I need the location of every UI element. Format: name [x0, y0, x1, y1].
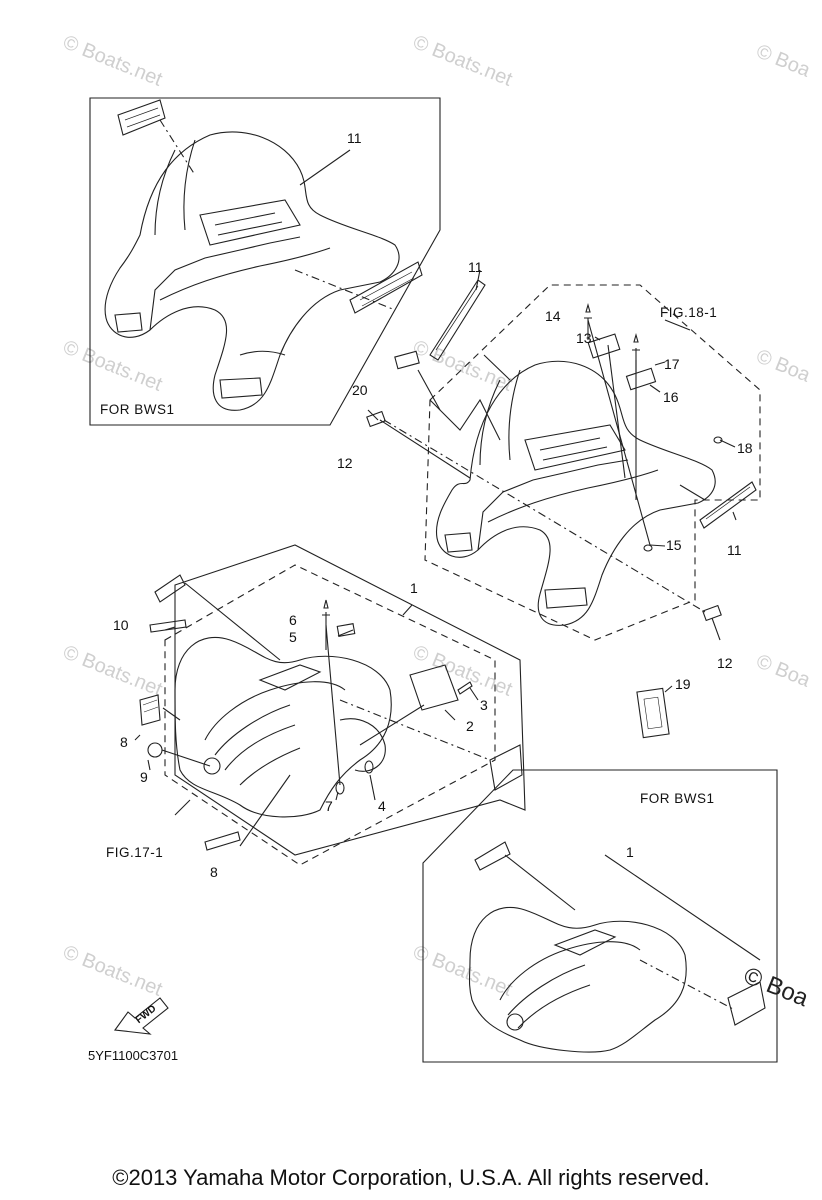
- inset-box-top: [89, 97, 441, 426]
- rear-fender-outline-top: [104, 131, 400, 411]
- rear-fender-outline: [435, 360, 716, 626]
- callout-19: 19: [675, 676, 691, 692]
- inset-box-bottom: [422, 769, 778, 1063]
- emblem-11-right: [699, 481, 757, 529]
- callout-11: 11: [468, 259, 483, 275]
- fwd-arrow-icon: [114, 997, 169, 1035]
- callout-20: 20: [352, 382, 368, 398]
- callout-17: 17: [664, 356, 680, 372]
- callout-3: 3: [480, 697, 488, 713]
- caution-label-19: [636, 687, 670, 739]
- fig-17-1-box: [164, 564, 496, 866]
- callout-18: 18: [737, 440, 753, 456]
- callout-13: 13: [576, 330, 592, 346]
- callout-8: 8: [120, 734, 128, 750]
- callout-11: 11: [727, 542, 742, 558]
- callout-11: 11: [347, 130, 362, 146]
- callout-6: 6: [289, 612, 297, 628]
- callout-9: 9: [140, 769, 148, 785]
- part-code-label: 5YF1100C3701: [88, 1048, 179, 1063]
- callout-16: 16: [663, 389, 679, 405]
- front-fender-outline: [174, 636, 392, 818]
- callout-14: 14: [545, 308, 561, 324]
- front-fender-outline-bottom: [468, 906, 687, 1053]
- fig-17-1-label: FIG.17-1: [106, 845, 164, 860]
- callout-1: 1: [626, 844, 634, 860]
- emblem-11-top: [429, 279, 486, 361]
- callout-5: 5: [289, 629, 297, 645]
- callout-12: 12: [717, 655, 733, 671]
- for-bws1-label: FOR BWS1: [640, 791, 715, 806]
- fig-18-1-label: FIG.18-1: [660, 305, 718, 320]
- copyright-footer: ©2013 Yamaha Motor Corporation, U.S.A. A…: [112, 1165, 710, 1190]
- for-bws1-label: FOR BWS1: [100, 402, 175, 417]
- callout-1: 1: [410, 580, 418, 596]
- callout-2: 2: [466, 718, 474, 734]
- callout-10: 10: [113, 617, 129, 633]
- callout-7: 7: [325, 798, 333, 814]
- callout-8: 8: [210, 864, 218, 880]
- callout-12: 12: [337, 455, 353, 471]
- front-fender-box: [174, 544, 526, 856]
- callout-4: 4: [378, 798, 386, 814]
- callout-15: 15: [666, 537, 682, 553]
